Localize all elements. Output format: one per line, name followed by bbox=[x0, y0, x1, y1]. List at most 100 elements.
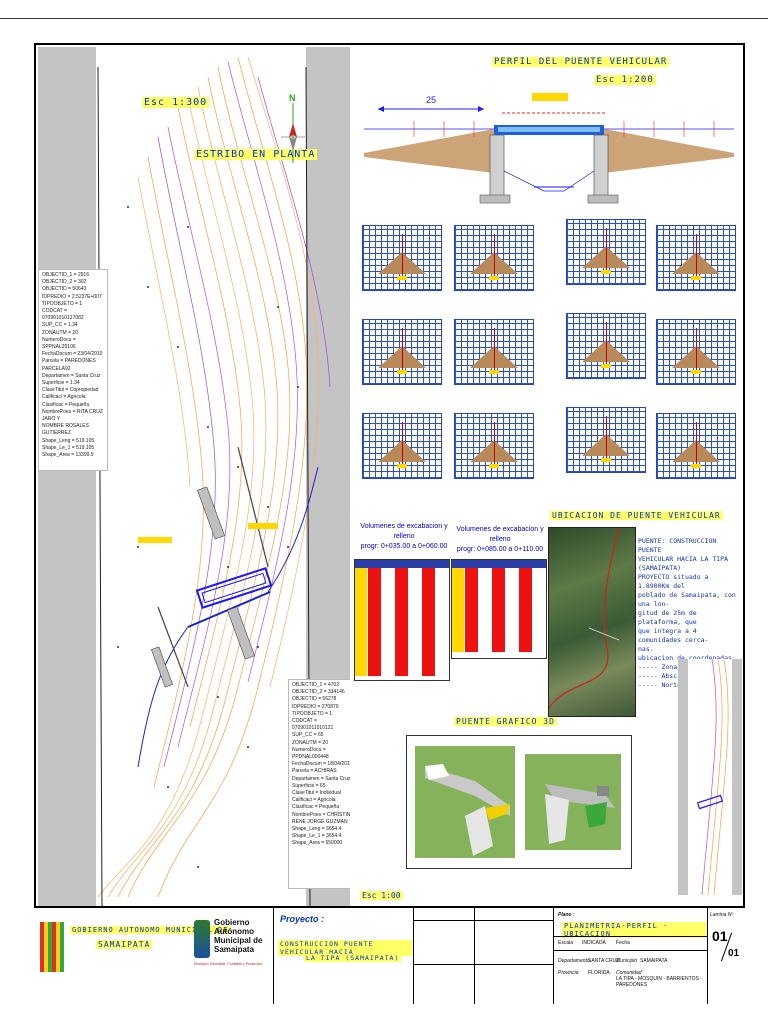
volume-table-row bbox=[452, 580, 546, 586]
title-block-sheet-number: Lamina Nº 01 01 bbox=[708, 908, 745, 1004]
departamento-value: SANTA CRUZ bbox=[588, 958, 620, 964]
parcel-1-attr-line: ClaseTitul = Copropiedad bbox=[42, 387, 99, 394]
parcel-1-attr-line: Superficie = 1.34 bbox=[42, 380, 80, 387]
logo-slogan: Municipio Saludable, Confiable y Product… bbox=[194, 962, 263, 966]
sheet-title: PLANIMETRIA-PERFIL - UBICACION bbox=[562, 922, 707, 938]
cross-section-grid bbox=[566, 313, 646, 379]
parcel-2-attr-line: OBJECTID = 56278 bbox=[292, 696, 337, 703]
volume-table-row bbox=[355, 640, 449, 646]
volume-table-row bbox=[355, 574, 449, 580]
comunidad-label: Comunidad bbox=[616, 970, 642, 976]
parcel-2-attr-line: FechaDocum = 18/04/2011 bbox=[292, 761, 350, 768]
sheet-label: Plano : bbox=[558, 912, 575, 918]
parcel-2-attr-line: OBJECTID_2 = 334146 bbox=[292, 689, 345, 696]
volume-table-row bbox=[355, 628, 449, 634]
cross-section-ctr bbox=[402, 422, 403, 466]
parcel-2-attr-line: OBJECTID_1 = 4702 bbox=[292, 682, 340, 688]
parcel-1-attr-line: ZONAUTM = 20 bbox=[42, 329, 78, 336]
volume-table-row bbox=[452, 568, 546, 574]
parcel-1-attr-line: Calificaci = Agricola bbox=[42, 394, 86, 401]
parcel-2-attr-line: NombrePoes = CHRISTINE bbox=[292, 811, 350, 818]
title-block: GOBIERNO AUTONOMO MUNICIPAL DE SAMAIPATA… bbox=[34, 906, 745, 1004]
bottom-scale-label: Esc 1:00 bbox=[360, 891, 403, 900]
location-coord-line: ----- Zona 20k bbox=[638, 663, 693, 671]
volume-table-row bbox=[355, 580, 449, 586]
cross-section-grid bbox=[656, 319, 736, 385]
volume-table-row bbox=[452, 616, 546, 622]
cross-section-grid bbox=[454, 413, 534, 479]
sheet-total: 01 bbox=[728, 948, 740, 959]
cross-section-tag bbox=[601, 364, 611, 368]
volume-table-row bbox=[355, 610, 449, 616]
volume-table-row bbox=[355, 652, 449, 658]
cross-section-tag bbox=[397, 370, 407, 374]
cross-section-grid bbox=[656, 413, 736, 479]
parcel-2-attr-line: Parcela = ACHIRAS bbox=[292, 768, 337, 775]
north-letter: N bbox=[289, 93, 296, 103]
volume-table-row bbox=[355, 658, 449, 664]
org-line2: SAMAIPATA bbox=[96, 940, 153, 949]
plan-topography bbox=[97, 56, 331, 907]
plan-title: ESTRIBO EN PLANTA bbox=[194, 149, 318, 160]
cross-section-tag bbox=[691, 464, 701, 468]
logo-text-line: Autónomo bbox=[214, 927, 254, 936]
parcel-1-attr-line: Shape_Area = 13399.9 bbox=[42, 452, 94, 459]
location-desc-line: nas. bbox=[638, 645, 654, 653]
cross-section-ctr bbox=[606, 228, 607, 272]
parcel-2-attr-line: Shape_Leng = 3654.4 bbox=[292, 826, 342, 833]
sheet-no-label: Lamina Nº bbox=[710, 912, 734, 918]
cross-section-tag bbox=[397, 464, 407, 468]
escala-value: INDICADA bbox=[582, 940, 606, 946]
parcel-1-attr-line: FechaDocum = 23/04/2010 bbox=[42, 351, 103, 358]
render-3d-frame bbox=[406, 735, 632, 869]
sheet-top-rule bbox=[0, 18, 768, 19]
title-block-signatures bbox=[414, 908, 554, 1004]
volume-table-row bbox=[355, 568, 449, 574]
river-line bbox=[548, 527, 620, 709]
volume-table-row bbox=[452, 610, 546, 616]
volume-table-row bbox=[452, 604, 546, 610]
volume-table-row bbox=[355, 598, 449, 604]
cross-section-grid bbox=[566, 219, 646, 285]
span-length: 25 bbox=[426, 95, 437, 105]
project-line1: CONSTRUCCION PUENTE VEHICULAR HACIA bbox=[278, 940, 413, 956]
departamento-label: Departamento bbox=[558, 958, 590, 964]
parcel-2-attr-line: SUP_CC = 65 bbox=[292, 732, 324, 739]
volume-table-row bbox=[355, 622, 449, 628]
parcel-1-attr-line: Shape_Le_1 = 519.105 bbox=[42, 444, 95, 451]
volume-title-1-line2: progr: 0+035.00 a 0+060.00 bbox=[360, 543, 448, 550]
parcel-1-attr-line: Parcela = PAREDONES PARCELA92 bbox=[42, 358, 96, 372]
profile-scale: Esc 1:200 bbox=[594, 75, 656, 85]
gam-logo-icon bbox=[194, 920, 210, 958]
cross-section-tag bbox=[691, 276, 701, 280]
profile-title: PERFIL DEL PUENTE VEHICULAR bbox=[492, 57, 670, 67]
volume-table-row bbox=[452, 586, 546, 592]
cross-section-tag bbox=[397, 276, 407, 280]
title-block-org: GOBIERNO AUTONOMO MUNICIPAL DE SAMAIPATA… bbox=[34, 908, 274, 1004]
cross-section-ctr bbox=[606, 322, 607, 366]
cross-section-ctr bbox=[402, 234, 403, 278]
parcel-1-attr-line: TIPOOBJETO = 1 bbox=[42, 300, 83, 307]
cross-section-ctr bbox=[696, 328, 697, 372]
parcel-2-attr-line: IDPREDIO = 270879 bbox=[292, 703, 339, 710]
volume-title-2: Volumenes de excabacion y relleno progr:… bbox=[450, 525, 550, 555]
cross-section-ctr bbox=[606, 416, 607, 460]
parcel-1-attr-line: CODCAT = 070901010127082 bbox=[42, 308, 84, 322]
volume-table-row bbox=[452, 592, 546, 598]
location-desc-line: PROYECTO situado a 1.8900Km del bbox=[638, 573, 709, 590]
location-title: UBICACION DE PUENTE VEHICULAR bbox=[550, 511, 723, 520]
location-desc-line: gitud de 25m de plataforma, que bbox=[638, 609, 697, 626]
cross-section-tag bbox=[489, 276, 499, 280]
cross-section-grid bbox=[362, 319, 442, 385]
parcel-2-attr-line: NumeroDocu = PPDNAL000448 bbox=[292, 746, 329, 761]
volume-table-row bbox=[452, 622, 546, 628]
volume-table-row bbox=[452, 574, 546, 580]
parcel-2-attr-line: Calificaci = Agricola bbox=[292, 797, 336, 804]
volume-table-2-header bbox=[452, 560, 546, 568]
provincia-label: Provincia bbox=[558, 970, 579, 976]
volume-table-row bbox=[355, 670, 449, 676]
cross-section-grid bbox=[362, 225, 442, 291]
location-desc-line: poblado de Samaipata, con una lon- bbox=[638, 591, 736, 608]
cross-section-ctr bbox=[402, 328, 403, 372]
volume-table-row bbox=[452, 598, 546, 604]
